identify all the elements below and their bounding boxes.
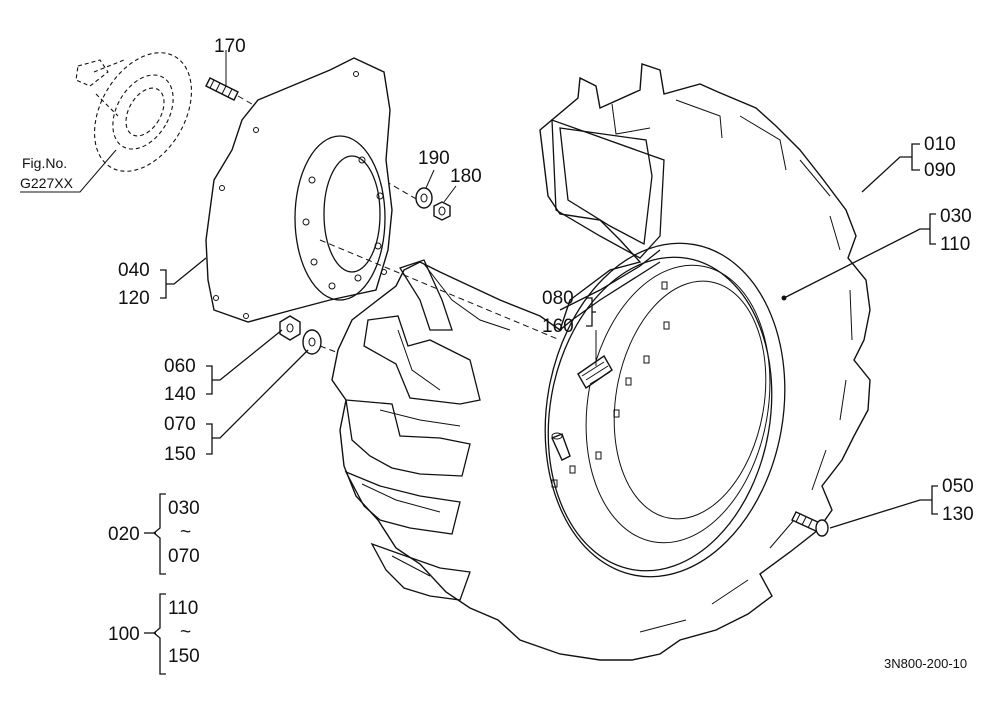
group-020-to: 070 bbox=[168, 546, 200, 567]
wheel-disc bbox=[205, 57, 393, 323]
label-170: 170 bbox=[214, 36, 246, 57]
rim-bolt-holes bbox=[551, 281, 670, 488]
group-100-label: 100 bbox=[108, 624, 140, 645]
label-070: 070 bbox=[164, 414, 196, 435]
label-130: 130 bbox=[942, 504, 974, 525]
nut-180 bbox=[433, 201, 451, 221]
group-100-from: 110 bbox=[168, 598, 198, 619]
washer-070 bbox=[302, 329, 322, 355]
group-020-tilde: ~ bbox=[180, 522, 191, 543]
group-020-label: 020 bbox=[108, 524, 140, 545]
label-190: 190 bbox=[418, 148, 450, 169]
stud-bolt bbox=[205, 77, 239, 101]
disc-bolt-holes bbox=[213, 71, 387, 319]
label-180: 180 bbox=[450, 166, 482, 187]
label-010: 010 bbox=[924, 134, 956, 155]
washer-190 bbox=[415, 187, 433, 209]
nut-060 bbox=[279, 315, 301, 341]
valve-stem bbox=[551, 432, 571, 461]
label-120: 120 bbox=[118, 288, 150, 309]
label-030-rim: 030 bbox=[940, 206, 972, 227]
label-060: 060 bbox=[164, 356, 196, 377]
drawing-code: 3N800-200-10 bbox=[884, 656, 967, 671]
label-090: 090 bbox=[924, 160, 956, 181]
axle-hub bbox=[75, 52, 192, 172]
label-160: 160 bbox=[542, 316, 574, 337]
label-150: 150 bbox=[164, 444, 196, 465]
label-140: 140 bbox=[164, 384, 196, 405]
group-100: 100 110 ~ 150 bbox=[108, 593, 200, 675]
group-100-tilde: ~ bbox=[180, 622, 191, 643]
group-100-to: 150 bbox=[168, 646, 200, 667]
label-050: 050 bbox=[942, 476, 974, 497]
label-080: 080 bbox=[542, 288, 574, 309]
label-plate bbox=[577, 354, 613, 390]
bolt-050 bbox=[791, 511, 829, 537]
fig-no-title: Fig.No. bbox=[22, 155, 67, 171]
group-020-from: 030 bbox=[168, 498, 200, 519]
fig-no-code: G227XX bbox=[20, 175, 74, 191]
label-040: 040 bbox=[118, 260, 150, 281]
group-020: 020 030 ~ 070 bbox=[108, 493, 200, 575]
label-110-rim: 110 bbox=[940, 234, 970, 255]
